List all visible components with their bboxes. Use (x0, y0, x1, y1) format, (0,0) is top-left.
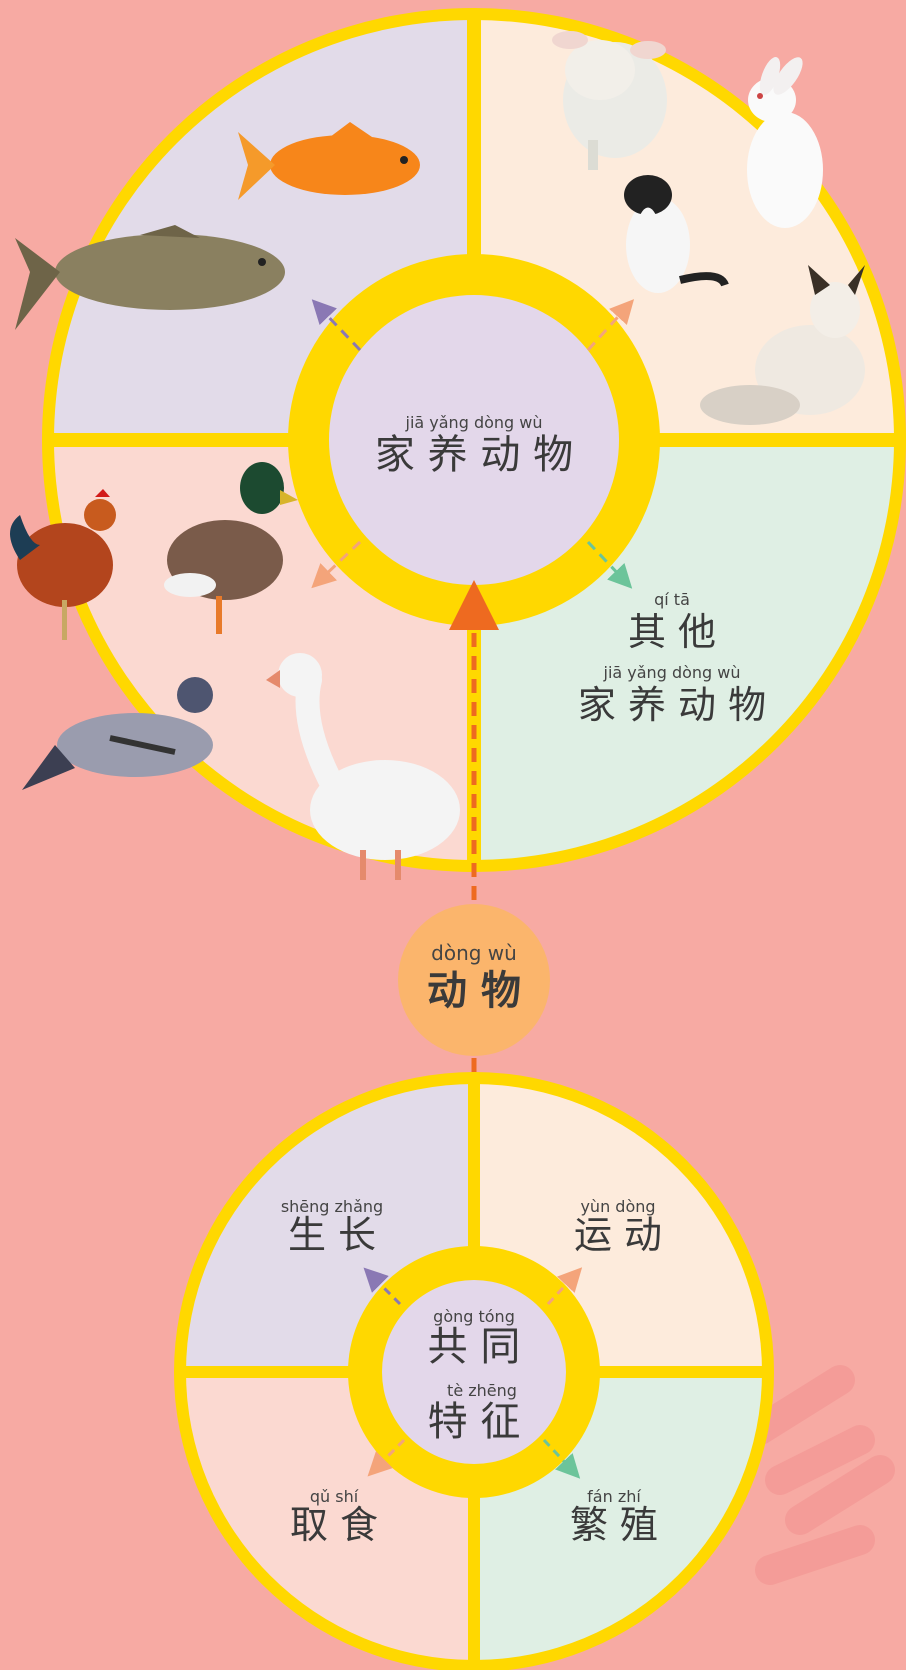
rabbit-image (747, 57, 823, 228)
arrow-to-mammals (586, 299, 635, 352)
animals-pinyin: dòng wù (431, 941, 517, 965)
arrow-to-other (586, 540, 633, 589)
top-center-pinyin: jiā yǎng dòng wù (405, 413, 543, 432)
growth-pinyin: shēng zhǎng (281, 1197, 383, 1216)
arrow-to-feeding (367, 1438, 406, 1477)
other-title-1: 其 他 (628, 610, 716, 654)
carp-image (15, 225, 285, 330)
animals-circle (398, 904, 550, 1056)
cat-image (624, 175, 729, 293)
duck-image (164, 462, 298, 634)
reproduction-pinyin: fán zhí (587, 1487, 641, 1506)
top-center-circle (329, 295, 619, 585)
growth-label: 生 长 (288, 1213, 376, 1257)
goose-image (266, 653, 460, 880)
movement-label: 运 动 (574, 1213, 662, 1257)
arrow-to-reproduction (542, 1438, 581, 1479)
dog-image (700, 265, 865, 425)
other-pinyin-2: jiā yǎng dòng wù (603, 663, 741, 682)
top-center-title: 家 养 动 物 (375, 432, 573, 478)
arrow-to-growth (363, 1267, 402, 1306)
rooster-image (10, 489, 116, 640)
arrow-to-movement (546, 1267, 583, 1306)
features-pinyin-1: gòng tóng (433, 1307, 515, 1326)
sheep-image (552, 31, 667, 170)
pigeon-image (22, 677, 213, 790)
goldfish-image (238, 122, 420, 200)
bottom-wheel (174, 1072, 774, 1670)
bottom-center-circle (382, 1280, 566, 1464)
other-title-2: 家 养 动 物 (578, 683, 766, 727)
arrow-to-birds (311, 540, 362, 589)
watermark (745, 1365, 895, 1585)
features-title-2: 特 征 (428, 1399, 521, 1445)
features-title-1: 共 同 (428, 1324, 521, 1370)
arrow-to-fish (311, 299, 362, 352)
top-wheel (42, 8, 906, 872)
feeding-label: 取 食 (290, 1503, 378, 1547)
reproduction-label: 繁 殖 (570, 1503, 658, 1547)
other-pinyin-1: qí tā (654, 590, 690, 609)
animals-title: 动 物 (427, 967, 521, 1014)
features-pinyin-2: tè zhēng (447, 1381, 517, 1400)
movement-pinyin: yùn dòng (580, 1197, 655, 1216)
feeding-pinyin: qǔ shí (310, 1487, 359, 1506)
